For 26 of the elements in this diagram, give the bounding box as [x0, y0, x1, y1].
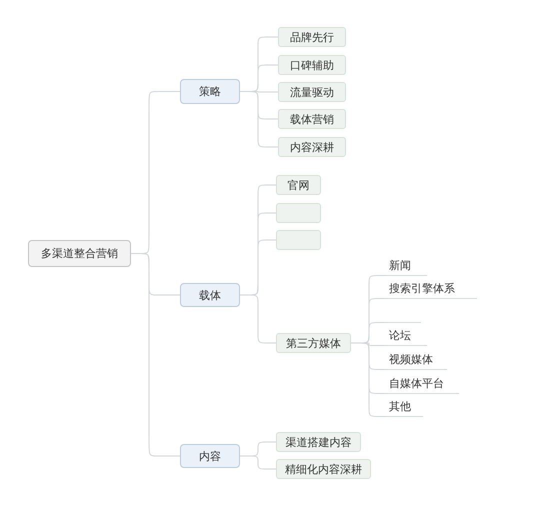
subtopic-box: 品牌先行 — [278, 27, 346, 47]
subtopic-box: 渠道搭建内容 — [276, 432, 361, 452]
subtopic-box: 精细化内容深耕 — [276, 459, 371, 479]
subtopic-label: 新闻 — [387, 255, 427, 276]
subtopic-box: 第三方媒体 — [276, 333, 351, 353]
main-topic: 内容 — [180, 444, 240, 468]
empty-box — [276, 203, 321, 223]
subtopic-box: 官网 — [276, 175, 321, 195]
connector-line — [350, 342, 388, 417]
connector-line — [240, 456, 276, 470]
subtopic-box: 流量驱动 — [278, 82, 346, 102]
subtopic-label: 搜索引擎体系 — [387, 278, 477, 299]
connector-line — [130, 253, 180, 456]
main-topic: 策略 — [180, 79, 240, 104]
connector-line — [240, 91, 278, 148]
subtopic-label: 自媒体平台 — [387, 373, 459, 394]
central-topic: 多渠道整合营销 — [28, 240, 131, 267]
subtopic-box: 内容深耕 — [278, 137, 346, 157]
main-topic: 载体 — [180, 283, 240, 307]
subtopic-label: 其他 — [387, 396, 423, 417]
subtopic-label: 视频媒体 — [387, 349, 447, 370]
subtopic-box: 口碑辅助 — [278, 55, 346, 75]
subtopic-box: 载体营销 — [278, 109, 346, 129]
subtopic-label: 论坛 — [387, 325, 427, 346]
empty-box — [276, 230, 321, 250]
connector-line — [240, 294, 276, 344]
